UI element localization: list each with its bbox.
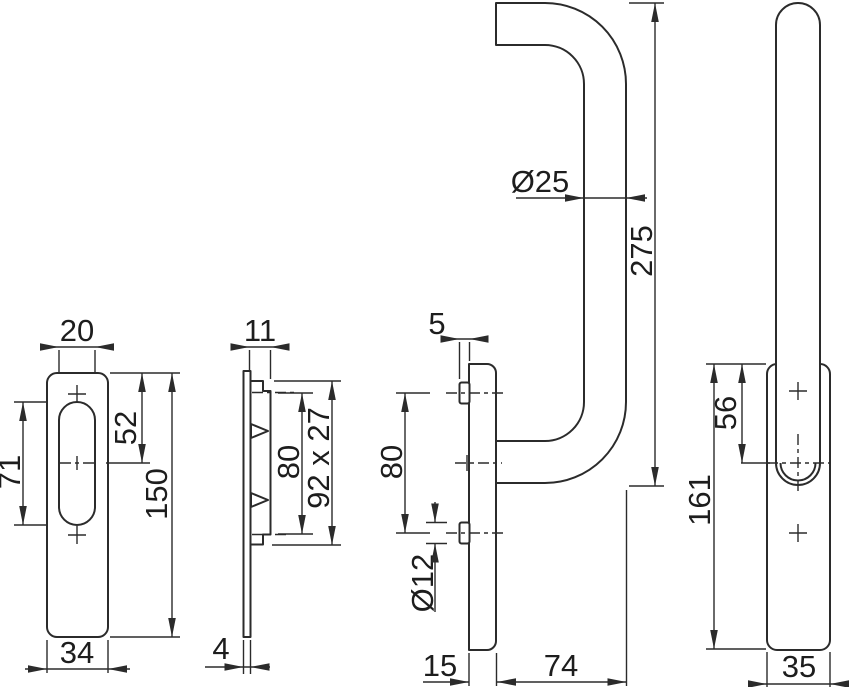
dim-plate-width: 35: [748, 649, 849, 687]
dim-slot-width: 20: [40, 313, 114, 372]
dim-label: 275: [624, 225, 659, 277]
handle-plate-profile: [468, 363, 497, 651]
dim-label: 5: [428, 306, 445, 341]
dim-hole-diameter: Ø12: [405, 502, 447, 612]
clamp-pin-top: [250, 423, 269, 439]
dim-tube-diameter: Ø25: [511, 164, 647, 202]
dim-label: Ø12: [405, 554, 440, 613]
dim-label: 74: [544, 648, 578, 683]
screw-center-cross-bottom: [68, 526, 86, 544]
dim-plate-height: 161: [682, 363, 766, 650]
dim-label: 80: [271, 445, 306, 479]
dim-slot-length: 71: [0, 401, 46, 526]
dim-label: 35: [782, 649, 816, 684]
handle-tube-front: [775, 2, 821, 486]
dim-boss-depth: 5: [428, 306, 489, 379]
dim-handle-height: 275: [624, 2, 664, 487]
dim-label: Ø25: [511, 164, 570, 199]
view-handle-side: 5 80 Ø12 Ø25 275: [374, 2, 664, 686]
view-plate-side: 11 80 92 x 27 4: [205, 313, 341, 674]
clamp-pin-bottom: [250, 492, 269, 508]
dim-label: 34: [60, 635, 94, 670]
dim-depth: 11: [230, 313, 290, 379]
dim-label: 161: [682, 474, 717, 526]
dim-label: 11: [244, 313, 276, 348]
dim-label: 150: [139, 468, 174, 520]
dim-label: 56: [708, 396, 743, 430]
view-plate-front: 20 71 52 150 34: [0, 313, 180, 673]
dim-label: 4: [212, 631, 229, 666]
plate-profile: [242, 370, 252, 638]
centerlines: [767, 434, 830, 492]
view-handle-front: 56 161 35: [682, 2, 849, 687]
dim-hole-spacing: 80: [271, 392, 313, 535]
dim-raised-section: 92 x 27: [272, 380, 341, 546]
screw-center-cross-top: [789, 382, 807, 400]
centerlines: [446, 392, 504, 534]
dim-label: 80: [374, 445, 409, 479]
dim-label: 15: [423, 648, 457, 683]
dim-label: 92 x 27: [301, 407, 336, 509]
dim-label: 52: [108, 411, 143, 445]
dim-label: 20: [60, 313, 94, 348]
handle-tube-profile: [495, 2, 627, 484]
dim-plate-depth: 15: [423, 648, 498, 686]
dim-projection: 74: [497, 490, 628, 686]
dim-thickness: 4: [205, 631, 270, 674]
dim-plate-width: 34: [25, 635, 130, 673]
dim-hole-spacing: 80: [374, 392, 430, 534]
raised-section-profile: [249, 380, 272, 546]
screw-center-cross-top: [68, 385, 86, 403]
dim-plate-height: 150: [110, 372, 180, 638]
screw-center-cross-bottom: [789, 524, 807, 542]
dim-top-to-center: 52: [106, 373, 150, 464]
